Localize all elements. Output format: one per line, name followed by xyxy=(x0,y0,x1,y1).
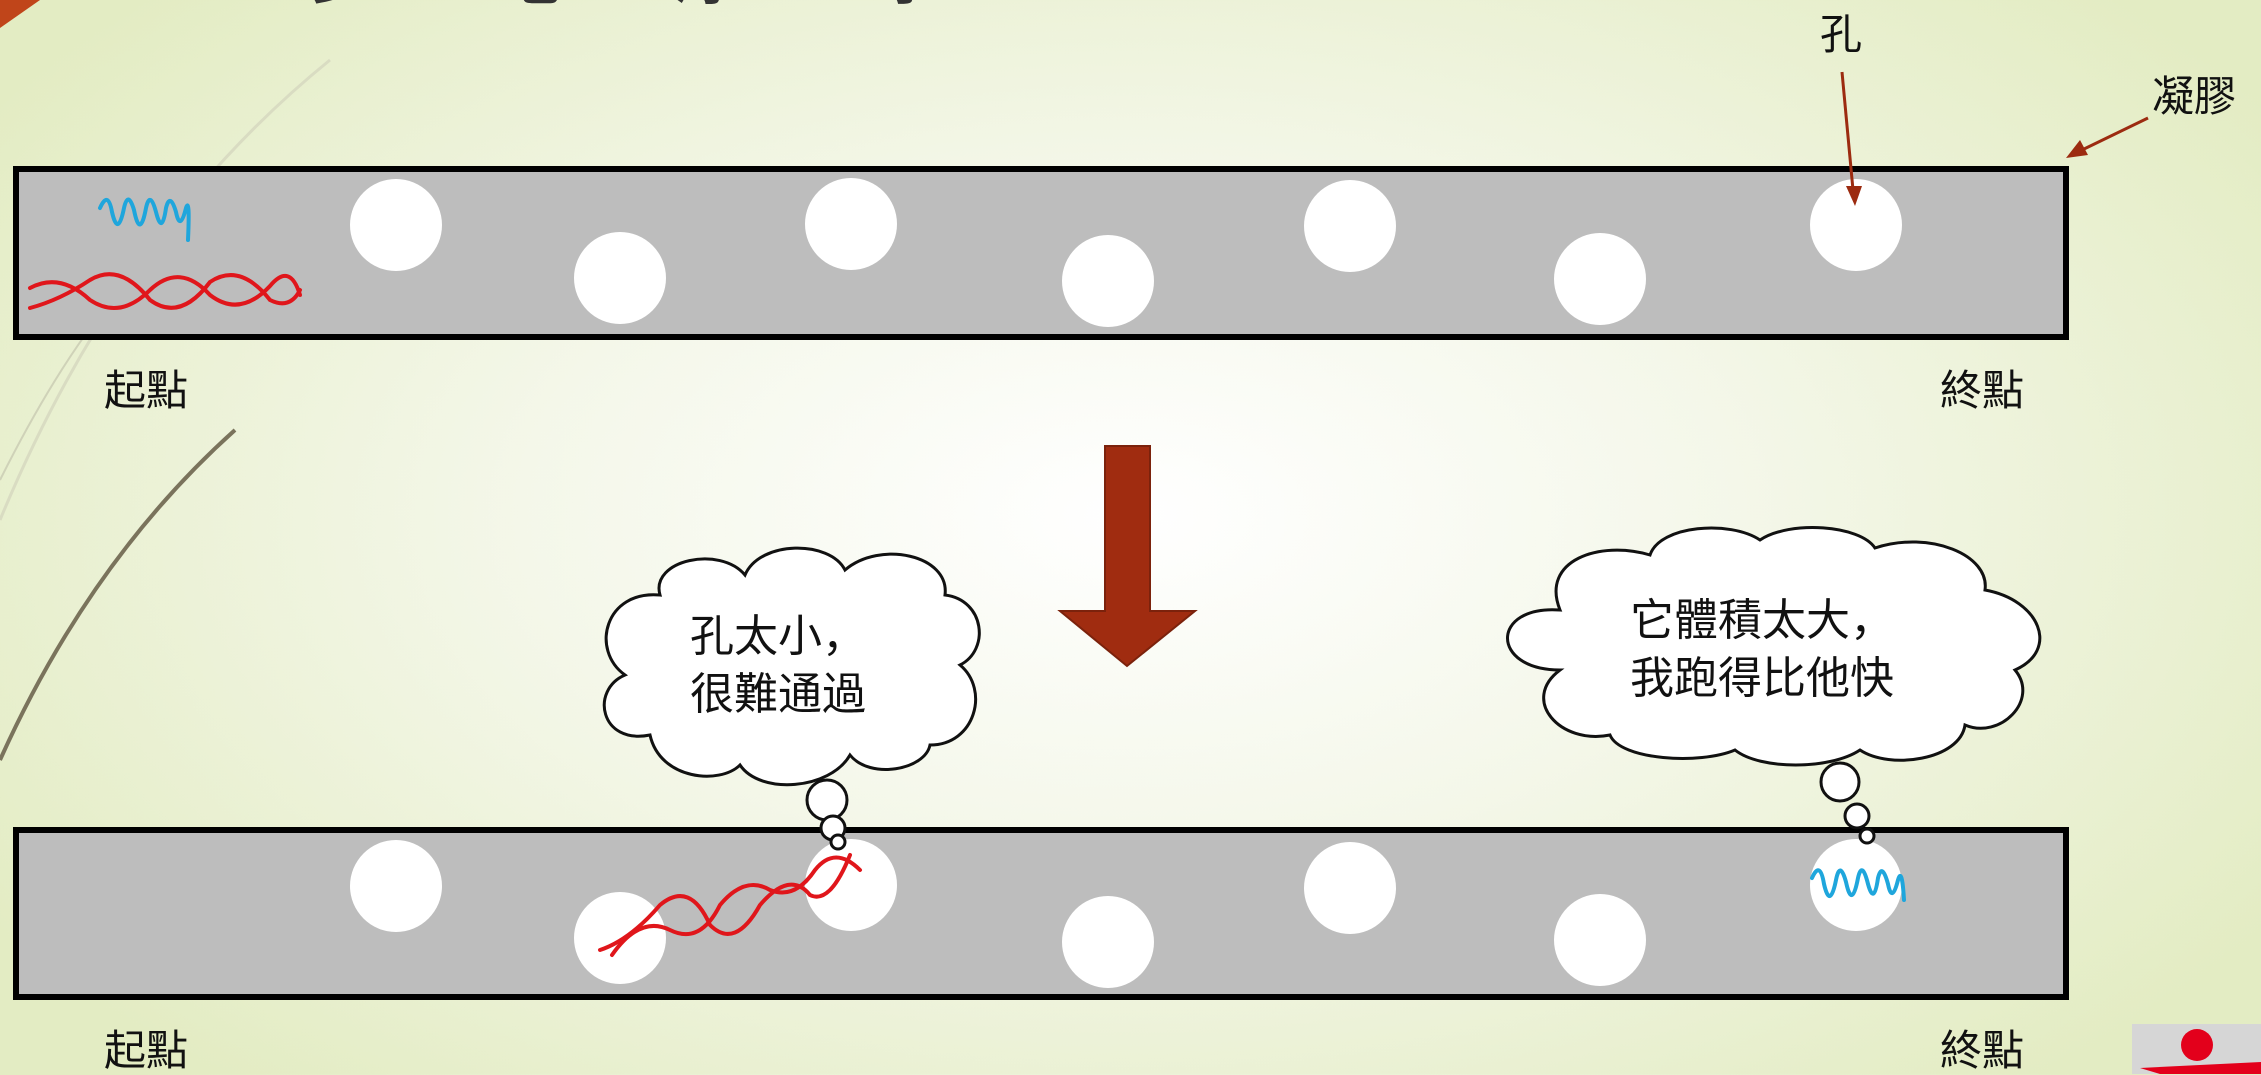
gel-hole xyxy=(1062,235,1154,327)
gel-hole xyxy=(1554,233,1646,325)
top-gel xyxy=(13,166,2069,340)
thought-text-large-dna: 孔太小， 很難通過 xyxy=(690,608,866,724)
gel-pointer-line xyxy=(2081,116,2149,152)
gel-hole xyxy=(350,179,442,271)
thought-dot-large xyxy=(805,778,849,822)
thought-dot-small xyxy=(829,833,847,851)
thought-line: 孔太小， xyxy=(690,611,866,662)
gel-pointer-head xyxy=(2066,140,2088,158)
large-dna-strand-a xyxy=(28,274,302,310)
thought-line: 很難通過 xyxy=(690,669,866,720)
label-hole: 孔 xyxy=(1820,10,1863,59)
gel-slab-top xyxy=(13,166,2069,340)
large-dna-strand-b xyxy=(28,272,302,310)
small-dna-strand xyxy=(98,197,191,242)
thought-dot-small xyxy=(1858,827,1876,845)
gel-hole xyxy=(1062,896,1154,988)
label-end-top: 終點 xyxy=(1940,366,2025,415)
thought-dot-medium xyxy=(1843,802,1871,830)
label-start-top: 起點 xyxy=(104,366,189,415)
bottom-gel xyxy=(13,827,2069,1000)
corner-accent xyxy=(0,0,40,28)
thought-line: 它體積太大， xyxy=(1630,595,1894,646)
label-gel: 凝膠 xyxy=(2152,72,2237,121)
hole-pointer-line xyxy=(1840,71,1855,191)
thought-text-small-dna: 它體積太大， 我跑得比他快 xyxy=(1630,592,1894,708)
gel-hole xyxy=(1810,179,1902,271)
thought-bubble-large-dna xyxy=(602,546,981,787)
school-logo xyxy=(2132,1024,2261,1074)
label-end-bottom: 終點 xyxy=(1940,1026,2025,1075)
thought-bubble-small-dna xyxy=(1506,526,2042,767)
gel-hole xyxy=(805,178,897,270)
gel-hole xyxy=(350,840,442,932)
gel-hole xyxy=(574,892,666,984)
small-dna-strand-bottom xyxy=(1810,868,1906,902)
down-arrow xyxy=(1057,445,1198,668)
label-start-bottom: 起點 xyxy=(104,1026,189,1075)
thought-line: 我跑得比他快 xyxy=(1630,653,1894,704)
decor-curve-2 xyxy=(0,428,237,761)
slide-title: 步 ... 電 ... 泳 ... 時 ... DNA xyxy=(310,0,1189,15)
gel-slab-bottom xyxy=(13,827,2069,1000)
gel-hole xyxy=(1554,894,1646,986)
large-dna-strand-a-bottom xyxy=(610,855,862,957)
gel-hole xyxy=(805,839,897,931)
gel-hole xyxy=(1304,842,1396,934)
large-dna-strand-b-bottom xyxy=(598,853,852,952)
gel-hole xyxy=(1304,180,1396,272)
gel-hole xyxy=(574,232,666,324)
hole-pointer-head xyxy=(1846,186,1862,206)
thought-dot-large xyxy=(1819,761,1861,803)
